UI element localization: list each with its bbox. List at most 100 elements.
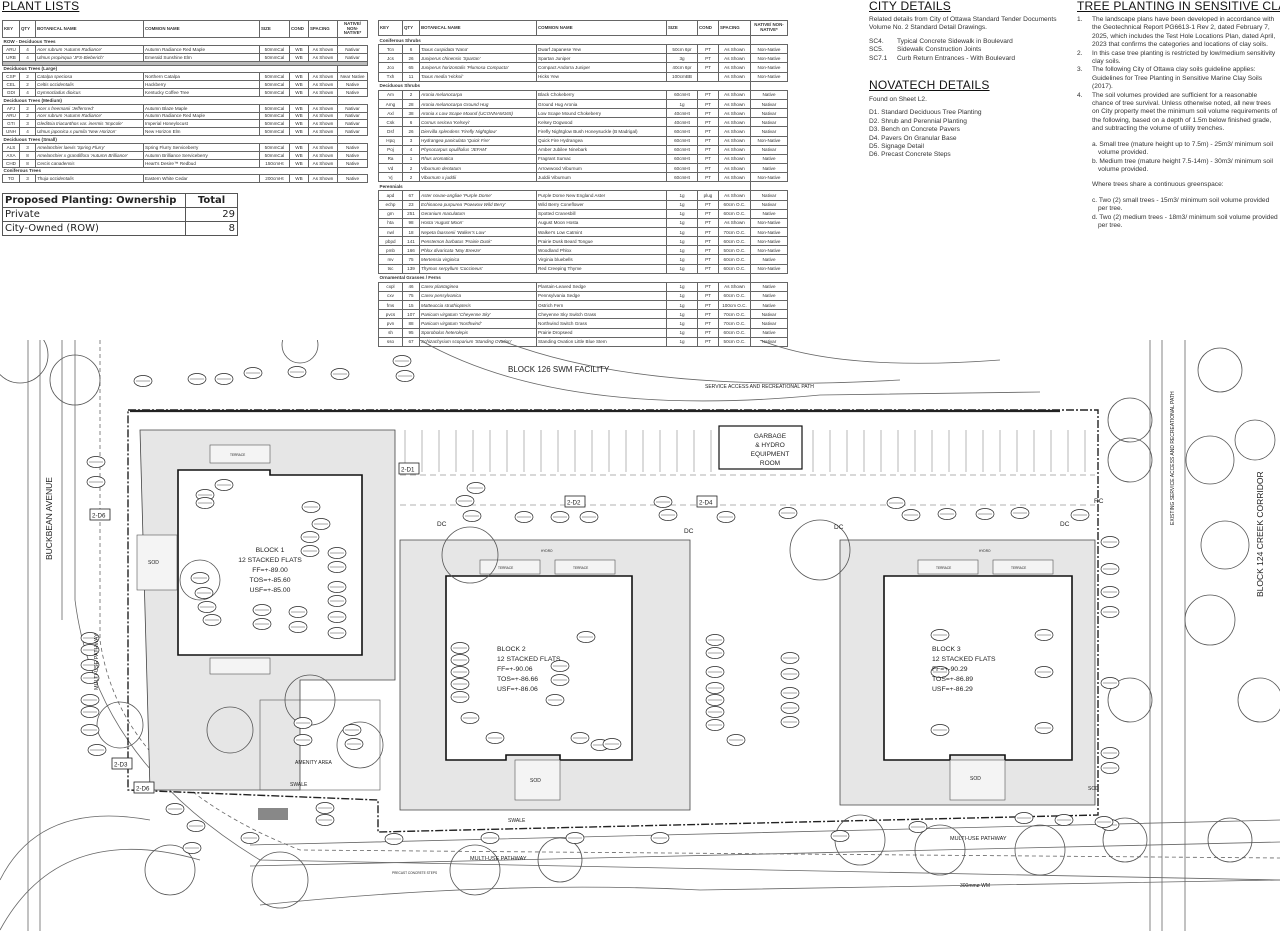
botanical-name: Hosta 'August Moon' xyxy=(419,217,537,228)
plant-spacing: As Shown xyxy=(718,53,751,64)
section-row: Perennials xyxy=(378,181,788,192)
novatech-item: D1. Standard Deciduous Tree Planting xyxy=(869,109,982,117)
note-item: 3.The following City of Ottawa clay soil… xyxy=(1077,66,1279,91)
section-title: Deciduous Trees (Medium) xyxy=(2,95,338,105)
swm-edge xyxy=(499,340,901,384)
plant-qty: 2 xyxy=(19,103,36,113)
section-title: Perennials xyxy=(378,181,751,192)
plant-key: URB xyxy=(2,52,20,62)
plant-qty: 23 xyxy=(402,199,420,210)
tree-symbol xyxy=(1197,347,1243,393)
tree-symbol xyxy=(144,844,196,896)
plant-spacing: As Shown xyxy=(718,162,751,174)
botanical-name: Viburnum x juddii xyxy=(419,172,537,183)
pathway-label: MULTI-USE PATHWAY xyxy=(470,856,527,862)
plant-condition: PT xyxy=(697,300,719,311)
note-item: 2.In this case tree planting is restrict… xyxy=(1077,50,1279,67)
common-name: Hackberry xyxy=(143,80,260,90)
common-name: Compact Andorra Juniper xyxy=(536,62,667,73)
botanical-name: Juniperus chinensis 'Spartan' xyxy=(419,53,537,64)
plant-qty: 6 xyxy=(402,44,420,55)
plant-key: pbpd xyxy=(378,236,403,247)
column-header: BOTANICAL NAME xyxy=(35,20,144,38)
city-detail-item: SC5.Sidewalk Construction Joints xyxy=(869,46,1069,54)
column-header: SPACING xyxy=(718,20,751,36)
botanical-name: Aronia melanocarpa xyxy=(419,89,537,100)
terrace-label: TERRACE xyxy=(936,566,951,570)
tree-symbol xyxy=(1200,520,1250,570)
detail-text: Typical Concrete Sidewalk in Boulevard xyxy=(897,37,1013,45)
terrace xyxy=(209,657,271,675)
plant-size: 1g xyxy=(666,309,698,320)
plant-size: 50mmCal xyxy=(259,44,290,54)
block-tos: TOS=+-86.89 xyxy=(932,676,973,683)
plant-qty: 28 xyxy=(402,98,420,110)
plant-key: ARU xyxy=(2,111,20,121)
block-usf: USF=+-86.06 xyxy=(497,686,538,693)
plant-qty: 8 xyxy=(19,158,36,168)
sod-area xyxy=(949,759,1006,801)
botanical-name: Amelanchier x grandiflora 'Autumn Brilli… xyxy=(35,150,144,160)
plant-condition: PT xyxy=(697,126,719,137)
common-name: Prairie Dropseed xyxy=(536,327,667,338)
plant-condition: PT xyxy=(697,98,719,110)
common-name: Fragrant Sumac xyxy=(536,153,667,164)
native-status: Non-Native xyxy=(750,245,788,256)
plant-condition: PT xyxy=(697,117,719,128)
plant-size: 50mmCal xyxy=(259,52,290,62)
pathway-label: MULTI-USE PATHWAY xyxy=(950,836,1007,842)
terrace-label: TERRACE xyxy=(573,566,588,570)
botanical-name: Carex pensylvanica xyxy=(419,290,537,302)
plant-condition: WB xyxy=(289,72,309,82)
pathway-label: MULTI-USE PATHWAY xyxy=(94,633,100,690)
native-status: Nativar xyxy=(750,336,788,347)
common-name: Black Chokeberry xyxy=(536,89,667,100)
plant-qty: 75 xyxy=(402,254,420,265)
plant-spacing: As Shown xyxy=(308,158,338,168)
note-number: 2. xyxy=(1077,49,1083,57)
existing-path-label: EXISTING SERVICE ACCESS AND RECREATIONAL… xyxy=(1170,391,1176,525)
empty-cell xyxy=(750,272,788,283)
tree-symbol xyxy=(449,844,501,896)
curb-curve xyxy=(0,815,151,881)
native-status: Native xyxy=(337,142,368,152)
plant-qty: 4 xyxy=(19,52,36,62)
native-status: Non-Native xyxy=(750,53,788,64)
building-block-2 xyxy=(445,575,633,761)
note-sub-c: c. Two (2) small trees - 15m3/ minimum s… xyxy=(1092,196,1270,213)
plant-size: 60cmHt xyxy=(666,126,698,137)
botanical-name: Nepeta faassenii 'Walker's Low' xyxy=(419,226,537,238)
plant-condition: PT xyxy=(697,217,719,228)
terrace-label: TERRACE xyxy=(230,453,245,457)
common-name: Prairie Dusk Beard Tongue xyxy=(536,236,667,247)
curb-curve xyxy=(0,848,201,931)
native-status: Native xyxy=(750,281,788,292)
common-name: Emerald Sunshine Elm xyxy=(143,52,260,62)
plant-condition: WB xyxy=(289,52,309,62)
block-name: BLOCK 2 xyxy=(497,646,526,653)
watermain-label: 300mmø WM xyxy=(960,883,990,889)
plant-size: 1g xyxy=(666,327,698,338)
steps-label: PRECAST CONCRETE STEPS xyxy=(392,871,437,875)
plant-size: 60cmHt xyxy=(666,172,698,183)
common-name: Low Scape Mound Chokeberry xyxy=(536,108,667,119)
plant-key: CEL xyxy=(2,80,20,90)
native-status: Nativar xyxy=(750,98,788,110)
plant-size: 40cm 6pr xyxy=(666,62,698,73)
detail-tag: 2-D6 xyxy=(92,513,106,520)
plant-size: 40cmHt xyxy=(666,108,698,119)
plant-spacing: As Shown xyxy=(308,52,338,62)
plant-qty: 8 xyxy=(19,150,36,160)
common-name: Kentucky Coffee Tree xyxy=(143,88,260,97)
amenity-area-label: AMENITY AREA xyxy=(295,760,333,766)
